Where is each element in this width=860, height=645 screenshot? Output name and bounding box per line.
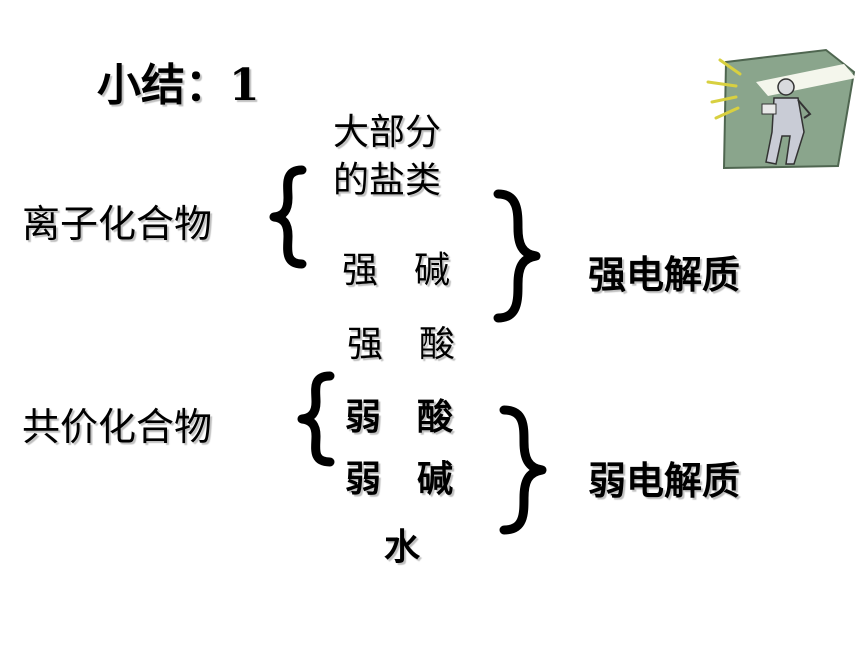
- strong-electrolyte-right-brace: [493, 189, 541, 323]
- ionic-compound-label: 离子化合物: [22, 202, 213, 246]
- ionic-left-brace: [269, 165, 307, 269]
- covalent-compound-label: 共价化合物: [22, 405, 213, 449]
- list-item-water: 水: [384, 527, 421, 568]
- list-item-most-salts-line2: 的盐类: [333, 160, 442, 201]
- weak-electrolyte-label: 弱电解质: [588, 459, 741, 503]
- weak-electrolyte-right-brace: [499, 405, 547, 535]
- list-item-most-salts-line1: 大部分: [333, 112, 442, 153]
- list-item-strong-base: 强 碱: [342, 250, 451, 291]
- list-item-strong-acid: 强 酸: [347, 324, 456, 365]
- list-item-weak-base: 弱 碱: [345, 459, 454, 500]
- businessman-spotlight-icon: [706, 48, 856, 170]
- strong-electrolyte-label: 强电解质: [588, 253, 741, 297]
- covalent-left-brace: [297, 371, 335, 467]
- slide-title: 小结：1: [97, 60, 260, 111]
- list-item-weak-acid: 弱 酸: [345, 397, 454, 438]
